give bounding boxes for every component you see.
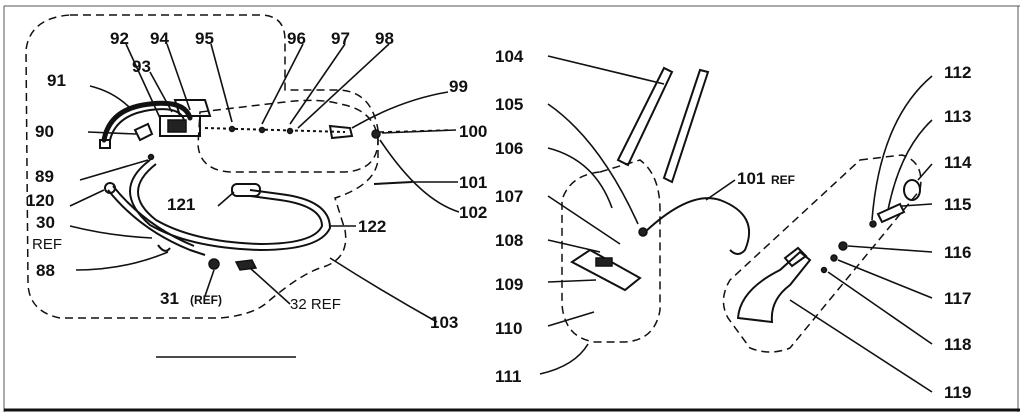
part-112 bbox=[869, 220, 877, 228]
part-labels: 91 92 93 94 95 96 97 98 99 90 89 120 30 … bbox=[26, 29, 972, 402]
bracket-119-inner bbox=[783, 246, 808, 268]
grommet-100-part bbox=[371, 129, 381, 139]
label-97: 97 bbox=[331, 29, 350, 48]
label-96: 96 bbox=[287, 29, 306, 48]
leader-lines bbox=[69, 43, 933, 393]
part-113 bbox=[876, 202, 906, 224]
label-98: 98 bbox=[375, 29, 394, 48]
tube-30-part bbox=[107, 189, 206, 256]
label-113: 113 bbox=[944, 107, 971, 126]
cable-101-ref bbox=[644, 197, 750, 255]
label-91: 91 bbox=[47, 71, 66, 90]
clip-88-part bbox=[157, 244, 171, 252]
label-103: 103 bbox=[430, 313, 458, 332]
tube-30-inner bbox=[112, 185, 195, 247]
connector-housing-part bbox=[173, 99, 212, 117]
label-100: 100 bbox=[459, 122, 487, 141]
label-90: 90 bbox=[35, 122, 54, 141]
label-106: 106 bbox=[495, 139, 523, 158]
part-31 bbox=[208, 258, 220, 270]
label-30: 30 bbox=[36, 213, 55, 232]
plug-end-part bbox=[99, 139, 111, 149]
part-118 bbox=[820, 266, 828, 274]
label-88: 88 bbox=[36, 261, 55, 280]
tube-end-120 bbox=[104, 182, 116, 194]
label-110: 110 bbox=[495, 319, 522, 338]
label-105: 105 bbox=[495, 95, 523, 114]
hose-line-part bbox=[204, 127, 346, 133]
label-101: 101 bbox=[459, 173, 487, 192]
label-101-ref: REF bbox=[771, 173, 795, 187]
label-119: 119 bbox=[944, 383, 971, 402]
bracket-108-slot bbox=[595, 257, 613, 267]
label-95: 95 bbox=[195, 29, 214, 48]
label-120: 120 bbox=[26, 191, 54, 210]
dashed-group-hose bbox=[197, 99, 379, 173]
label-92: 92 bbox=[110, 29, 129, 48]
label-118: 118 bbox=[944, 335, 971, 354]
dashed-group-center bbox=[561, 159, 661, 343]
hose-joint-95 bbox=[228, 125, 236, 133]
label-31-ref: (REF) bbox=[190, 293, 222, 307]
label-89: 89 bbox=[35, 167, 54, 186]
label-111: 111 bbox=[495, 367, 522, 386]
curved-hose-122-inner bbox=[137, 163, 324, 246]
screw-89-part bbox=[147, 153, 155, 161]
connector-core-part bbox=[167, 119, 187, 133]
hose-nozzle-99 bbox=[328, 124, 354, 140]
label-108: 108 bbox=[495, 231, 523, 250]
label-30-ref: REF bbox=[32, 236, 62, 253]
label-107: 107 bbox=[495, 187, 523, 206]
label-104: 104 bbox=[495, 47, 524, 66]
label-116: 116 bbox=[944, 243, 971, 262]
part-32 bbox=[234, 259, 258, 271]
cord-hook-part bbox=[101, 100, 193, 143]
wire-101-part bbox=[373, 181, 413, 185]
tube-104-left bbox=[616, 66, 674, 167]
part-117 bbox=[830, 254, 838, 262]
part-105-dot bbox=[638, 227, 648, 237]
label-93: 93 bbox=[132, 57, 151, 76]
fitting-121-part bbox=[231, 183, 261, 197]
bracket-108-part bbox=[570, 248, 642, 292]
label-114: 114 bbox=[944, 153, 972, 172]
ring-114-part bbox=[903, 179, 921, 201]
tube-104-right bbox=[662, 68, 710, 184]
plug-clip-part bbox=[133, 122, 154, 142]
label-31: 31 bbox=[160, 289, 179, 308]
part-116 bbox=[838, 241, 848, 251]
label-121: 121 bbox=[167, 195, 195, 214]
curved-hose-122 bbox=[129, 159, 332, 252]
hose-joint-96 bbox=[258, 126, 266, 134]
label-99: 99 bbox=[449, 77, 468, 96]
label-117: 117 bbox=[944, 289, 971, 308]
dashed-group-left bbox=[25, 14, 379, 319]
label-109: 109 bbox=[495, 275, 523, 294]
label-32-ref: 32 REF bbox=[290, 296, 341, 313]
label-122: 122 bbox=[358, 217, 386, 236]
hose-joint-97 bbox=[286, 127, 294, 135]
label-115: 115 bbox=[944, 195, 971, 214]
label-101-ref-num: 101 bbox=[737, 169, 765, 188]
label-112: 112 bbox=[944, 63, 971, 82]
label-94: 94 bbox=[150, 29, 169, 48]
label-102: 102 bbox=[459, 203, 487, 222]
